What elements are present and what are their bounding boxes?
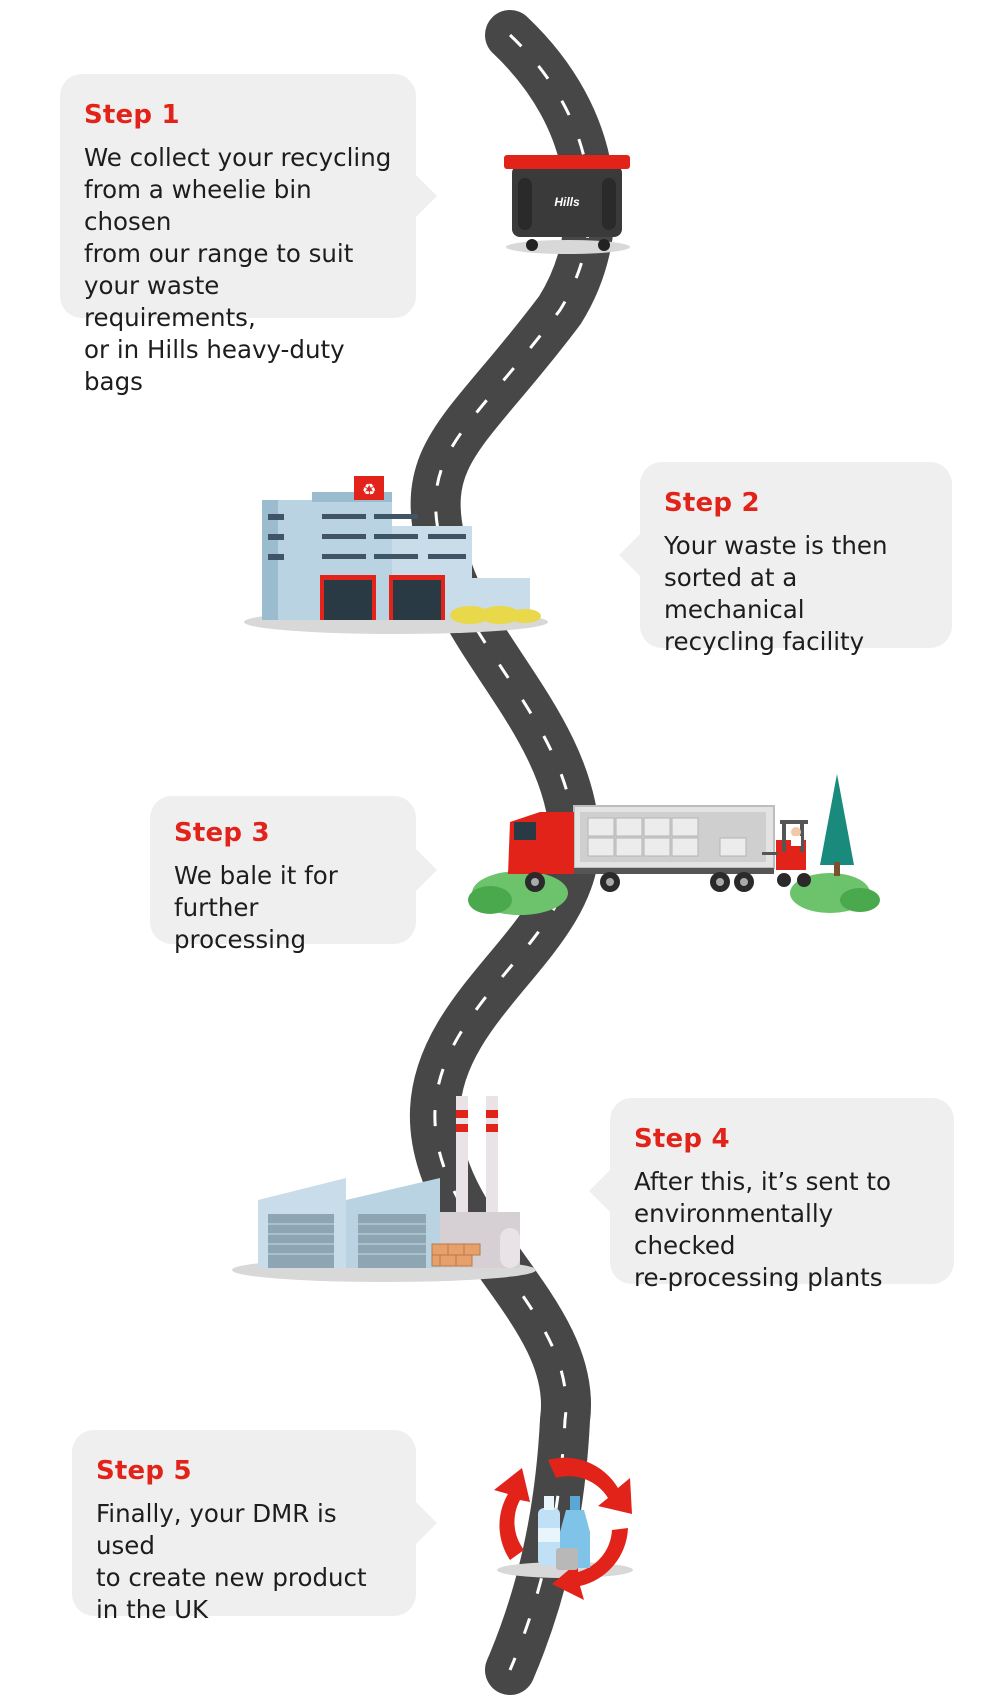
reprocessing-plant-icon bbox=[232, 1096, 536, 1282]
wheelie-bin-icon: Hills bbox=[504, 155, 630, 254]
step-3-text: We bale it for further processing bbox=[174, 861, 338, 954]
step-1-title: Step 1 bbox=[84, 100, 180, 130]
step-4-title: Step 4 bbox=[634, 1124, 730, 1154]
step-5-title: Step 5 bbox=[96, 1456, 192, 1486]
step-5-text: Finally, your DMR is used to create new … bbox=[96, 1499, 367, 1624]
step-2-card: Step 2 Your waste is then sorted at a me… bbox=[619, 462, 952, 656]
step-1-text: We collect your recycling from a wheelie… bbox=[84, 143, 392, 396]
step-3-card: Step 3 We bale it for further processing bbox=[150, 796, 437, 954]
step-1-card: Step 1 We collect your recycling from a … bbox=[60, 74, 437, 396]
step-2-title: Step 2 bbox=[664, 488, 760, 518]
svg-text:♻: ♻ bbox=[362, 480, 376, 499]
step-3-title: Step 3 bbox=[174, 818, 270, 848]
truck-forklift-icon bbox=[468, 774, 880, 915]
step-5-card: Step 5 Finally, your DMR is used to crea… bbox=[72, 1430, 437, 1624]
recycled-products-icon bbox=[494, 1457, 633, 1600]
step-4-card: Step 4 After this, it’s sent to environm… bbox=[589, 1098, 954, 1292]
step-2-text: Your waste is then sorted at a mechanica… bbox=[664, 531, 888, 656]
step-4-text: After this, it’s sent to environmentally… bbox=[634, 1167, 892, 1292]
bin-brand-logo: Hills bbox=[554, 195, 580, 209]
recycling-facility-icon: ♻ bbox=[244, 476, 548, 634]
